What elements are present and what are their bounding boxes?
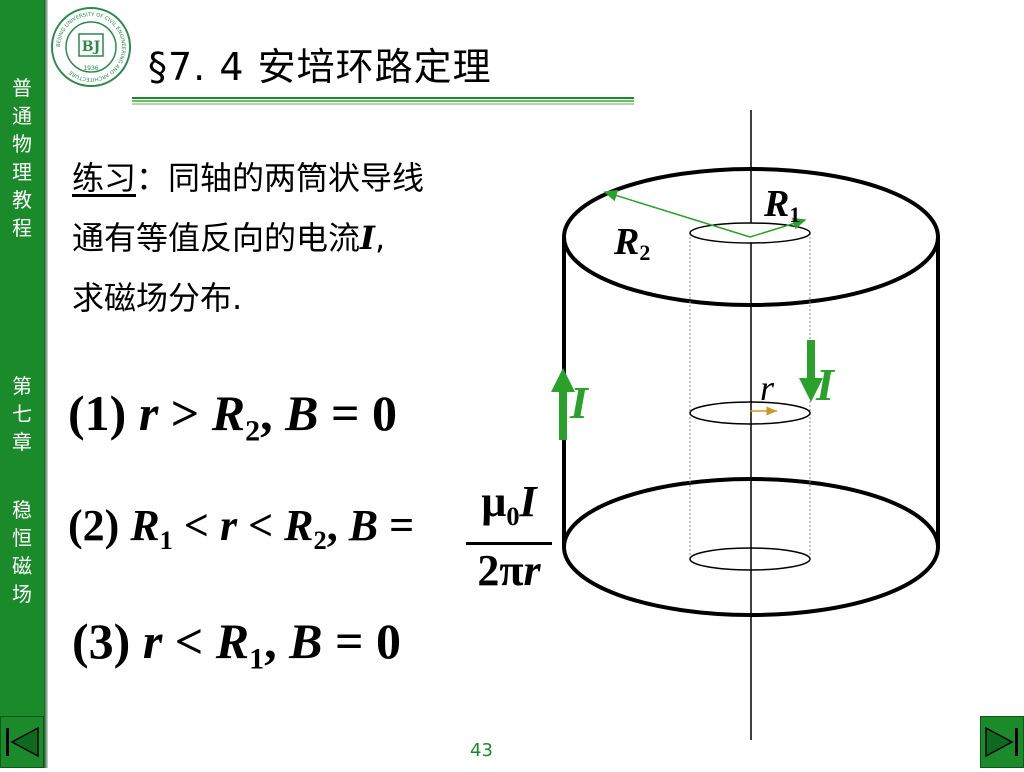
sidebar-char: 稳: [12, 498, 32, 522]
coaxial-cylinder-diagram: R1 R2 r I I: [551, 110, 940, 740]
current-variable: I: [360, 219, 375, 257]
label-r: r: [760, 368, 775, 408]
previous-icon: [0, 716, 44, 768]
formula-op: <: [237, 501, 285, 550]
sidebar-char: 磁: [12, 554, 32, 578]
previous-slide-button[interactable]: [0, 716, 44, 768]
next-icon: [980, 716, 1024, 768]
formula-op: =: [378, 501, 415, 550]
label-current-up: I: [569, 377, 590, 428]
formula-sub: 1: [249, 642, 265, 676]
problem-text: 求磁场分布.: [72, 279, 243, 317]
sidebar-char: 通: [12, 104, 32, 128]
label-R1: R1: [763, 183, 800, 227]
problem-line-1: 练习：同轴的两筒状导线: [72, 148, 424, 208]
outer-cylinder-top: [562, 167, 940, 307]
formula-op: = 0: [318, 385, 397, 441]
formula-number: (3): [72, 613, 131, 669]
radius-R1-arrow: [749, 217, 807, 238]
sidebar-topic: 稳 恒 磁 场: [0, 496, 44, 608]
fraction-bar: [466, 542, 552, 546]
sidebar-char: 恒: [12, 526, 32, 550]
university-logo: BEIJING UNIVERSITY OF CIVIL ENGINEERING …: [51, 7, 131, 87]
formula-fraction: μ0I 2πr: [466, 478, 552, 595]
formula-var: B: [285, 385, 319, 441]
formula-between: (2) R1 < r < R2, B =: [68, 500, 414, 556]
exercise-label: 练习: [72, 159, 137, 197]
fraction-numerator: μ0I: [466, 478, 552, 540]
sidebar-char: 理: [12, 160, 32, 184]
problem-text: 通有等值反向的电流: [72, 219, 361, 257]
formula-var: r: [219, 501, 238, 550]
sidebar-char: 程: [12, 216, 32, 240]
formula-number: (1): [68, 385, 127, 441]
formula-const: 2π: [477, 546, 524, 596]
problem-text: ,: [374, 219, 386, 257]
title-underline: [132, 97, 634, 107]
sidebar-char: 第: [12, 374, 32, 398]
inner-cylinder-bottom: [689, 547, 811, 571]
formula-sub: 2: [313, 525, 327, 556]
formula-var: I: [519, 477, 537, 526]
formula-number: (2): [68, 501, 120, 550]
formula-var: r: [138, 385, 159, 441]
formula-op: >: [158, 385, 212, 441]
label-R2: R2: [613, 221, 650, 265]
sidebar-chapter: 第 七 章: [0, 372, 44, 456]
page-title: §7. 4 安培环路定理: [148, 45, 492, 89]
sidebar-char: 章: [12, 430, 32, 454]
current-down-arrow-icon: [799, 340, 823, 402]
formula-op: ,: [326, 501, 349, 550]
formula-inside: (3) r < R1, B = 0: [72, 612, 401, 677]
sidebar-char: 普: [12, 76, 32, 100]
label-current-down: I: [815, 359, 836, 410]
formula-op: = 0: [322, 613, 401, 669]
mu-symbol: μ: [481, 477, 507, 526]
formula-sub: 1: [159, 525, 173, 556]
current-up-arrow-icon: [551, 368, 575, 440]
sidebar-course-title: 普 通 物 理 教 程: [0, 74, 44, 242]
formula-var: r: [523, 546, 541, 596]
problem-text: ：同轴的两筒状导线: [136, 159, 425, 197]
formula-outside: (1) r > R2, B = 0: [68, 384, 397, 449]
formula-op: ,: [264, 613, 290, 669]
page-number: 43: [470, 740, 493, 761]
formula-var: R: [284, 501, 314, 550]
sidebar-char: 教: [12, 188, 32, 212]
problem-line-2: 通有等值反向的电流I,: [72, 208, 424, 268]
outer-cylinder-bottom: [562, 477, 940, 617]
formula-op: <: [162, 613, 216, 669]
formula-var: r: [142, 613, 163, 669]
amperian-loop: [689, 401, 811, 425]
formula-var: B: [348, 501, 379, 550]
next-slide-button[interactable]: [980, 716, 1024, 768]
formula-op: ,: [260, 385, 286, 441]
radius-R2-arrow: [603, 189, 751, 238]
formula-var: R: [130, 501, 160, 550]
formula-sub: 0: [506, 501, 520, 532]
logo-monogram: BJ: [82, 39, 101, 55]
logo-year: 1936: [83, 65, 98, 72]
formula-sub: 2: [245, 414, 261, 448]
formula-var: R: [215, 613, 250, 669]
sidebar-edge: [44, 0, 48, 768]
sidebar-char: 场: [12, 582, 32, 606]
problem-statement: 练习：同轴的两筒状导线 通有等值反向的电流I, 求磁场分布.: [72, 148, 424, 328]
sidebar: [0, 0, 44, 768]
formula-op: <: [172, 501, 220, 550]
sidebar-char: 七: [12, 402, 32, 426]
formula-var: B: [289, 613, 323, 669]
problem-line-3: 求磁场分布.: [72, 268, 424, 328]
formula-var: R: [211, 385, 246, 441]
sidebar-char: 物: [12, 132, 32, 156]
fraction-denominator: 2πr: [466, 547, 552, 595]
